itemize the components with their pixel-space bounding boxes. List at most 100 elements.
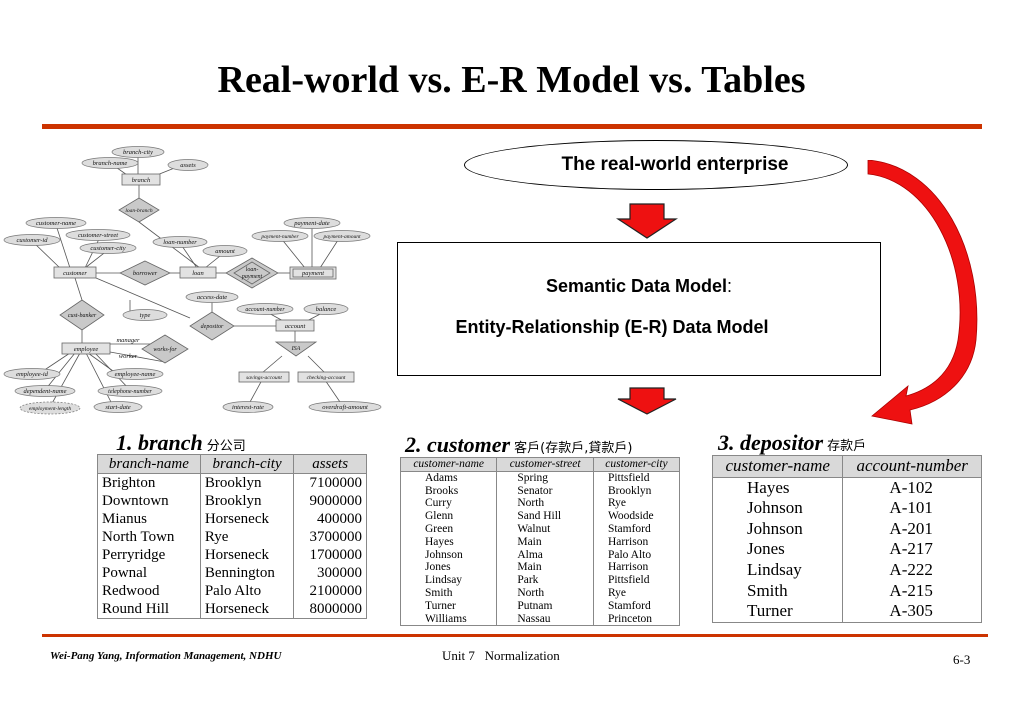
customer-col-city: customer-city <box>592 457 681 472</box>
branch-title: 1. branch 分公司 <box>116 430 246 456</box>
er-payment-date: payment-date <box>293 220 329 227</box>
er-access-date: access-date <box>197 294 227 301</box>
enterprise-ellipse <box>464 140 848 190</box>
er-loan-number: loan-number <box>163 239 197 246</box>
er-branch-city: branch-city <box>123 149 153 156</box>
er-checking-account: checking-account <box>307 375 346 381</box>
enterprise-label: The real-world enterprise <box>561 154 789 175</box>
curved-arrow-icon <box>867 160 978 425</box>
er-payment-amount: payment-amount <box>323 234 361 240</box>
er-account-number: account-number <box>245 307 285 313</box>
er-branch: branch <box>132 177 150 184</box>
semantic-model-line1: Semantic Data Model <box>545 276 728 296</box>
customer-col-street: customer-street <box>496 457 594 472</box>
er-balance: balance <box>316 306 337 313</box>
er-customer-id: customer-id <box>17 237 49 244</box>
er-payment: payment <box>301 270 324 277</box>
depositor-col-name: customer-name <box>711 455 844 478</box>
er-customer-city: customer-city <box>90 245 125 252</box>
er-depositor: depositor <box>201 324 224 330</box>
er-borrower: borrower <box>133 270 158 277</box>
er-account: account <box>285 323 306 330</box>
er-start-date: start-date <box>105 404 130 411</box>
depositor-title: 3. depositor 存款戶 <box>718 430 866 456</box>
er-employee-name: employee-name <box>115 371 156 378</box>
er-assets: assets <box>180 162 196 169</box>
er-savings-account: savings-account <box>246 375 282 381</box>
er-customer: customer <box>63 270 87 277</box>
down-arrow-icon <box>617 387 677 415</box>
er-dependent-name: dependent-name <box>24 388 67 395</box>
er-worker: worker <box>119 353 138 360</box>
depositor-title-text: 3. depositor <box>718 430 824 455</box>
customer-table: customer-name customer-street customer-c… <box>399 457 681 627</box>
customer-col-name: customer-name <box>399 457 498 472</box>
er-telephone-number: telephone-number <box>108 389 152 395</box>
bottom-rule <box>42 634 988 637</box>
er-employment-length: employment-length <box>29 406 71 412</box>
er-customer-name: customer-name <box>36 220 76 227</box>
er-branch-name: branch-name <box>93 160 128 167</box>
branch-col-assets: assets <box>293 454 367 474</box>
er-works-for: works-for <box>153 346 177 353</box>
customer-title-text: 2. customer <box>405 432 511 457</box>
top-rule <box>42 124 982 129</box>
depositor-subtitle: 存款戶 <box>827 439 867 454</box>
semantic-model-title: Semantic Data Model: <box>397 276 881 297</box>
er-amount: amount <box>215 248 235 255</box>
er-loan-payment-2: payment <box>241 274 263 280</box>
footer-author: Wei-Pang Yang, Information Management, N… <box>50 650 282 662</box>
er-loan: loan <box>192 270 204 277</box>
semantic-model-box <box>397 242 881 376</box>
semantic-model-colon: : <box>727 276 733 296</box>
depositor-col-account: account-number <box>842 455 982 478</box>
branch-title-text: 1. branch <box>116 430 203 455</box>
er-manager: manager <box>116 337 140 344</box>
er-loan-payment-1: loan- <box>246 267 259 273</box>
branch-col-city: branch-city <box>199 454 295 474</box>
er-customer-street: customer-street <box>78 232 118 239</box>
er-employee: employee <box>74 346 99 353</box>
down-arrow-icon <box>616 203 678 239</box>
customer-title: 2. customer 客戶(存款戶,貸款戶) <box>405 432 632 458</box>
er-loan-branch: loan-branch <box>125 208 152 214</box>
er-payment-number: payment-number <box>260 234 299 240</box>
footer-page-number: 6-3 <box>953 652 971 667</box>
er-model-title: Entity-Relationship (E-R) Data Model <box>455 317 769 337</box>
slide-title: Real-world vs. E-R Model vs. Tables <box>217 59 806 101</box>
er-interest-rate: interest-rate <box>232 404 264 411</box>
customer-subtitle: 客戶(存款戶,貸款戶) <box>514 441 633 456</box>
er-cust-banker: cust-banker <box>68 313 97 319</box>
er-isa: ISA <box>291 346 301 352</box>
branch-col-name: branch-name <box>97 454 201 474</box>
er-type: type <box>140 312 151 319</box>
er-employee-id: employee-id <box>16 371 49 378</box>
footer-unit: Unit 7 Normalization <box>442 648 560 663</box>
